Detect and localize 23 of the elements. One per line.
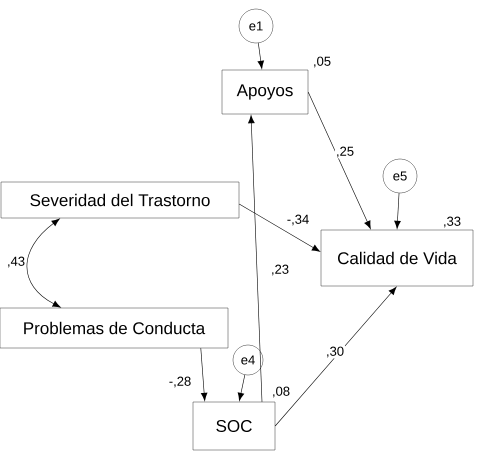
arrow — [308, 92, 371, 230]
variable-box: Severidad del Trastorno — [0, 182, 240, 218]
coefficient-label: ,08 — [273, 386, 290, 398]
arrow — [274, 286, 397, 426]
curved-arrow — [26, 218, 61, 308]
edge-label: -,28 — [168, 376, 192, 388]
arrow — [200, 348, 208, 401]
edge-label: ,43 — [6, 256, 26, 268]
coefficient-label: ,33 — [444, 216, 460, 228]
variable-box: SOC — [192, 402, 276, 450]
arrow — [258, 42, 264, 69]
edge-label: ,30 — [324, 346, 346, 358]
edge-label: ,25 — [334, 146, 356, 158]
coefficient-label: ,05 — [314, 56, 330, 68]
arrow — [238, 204, 320, 252]
edge-label: ,23 — [270, 264, 290, 276]
variable-box: Calidad de Vida — [320, 230, 474, 286]
variable-box: Apoyos — [222, 70, 308, 114]
edge-label: -,34 — [286, 214, 310, 226]
arrow — [394, 192, 401, 229]
arrow — [248, 115, 262, 402]
variable-box: Problemas de Conducta — [0, 308, 228, 348]
arrow — [238, 374, 246, 401]
